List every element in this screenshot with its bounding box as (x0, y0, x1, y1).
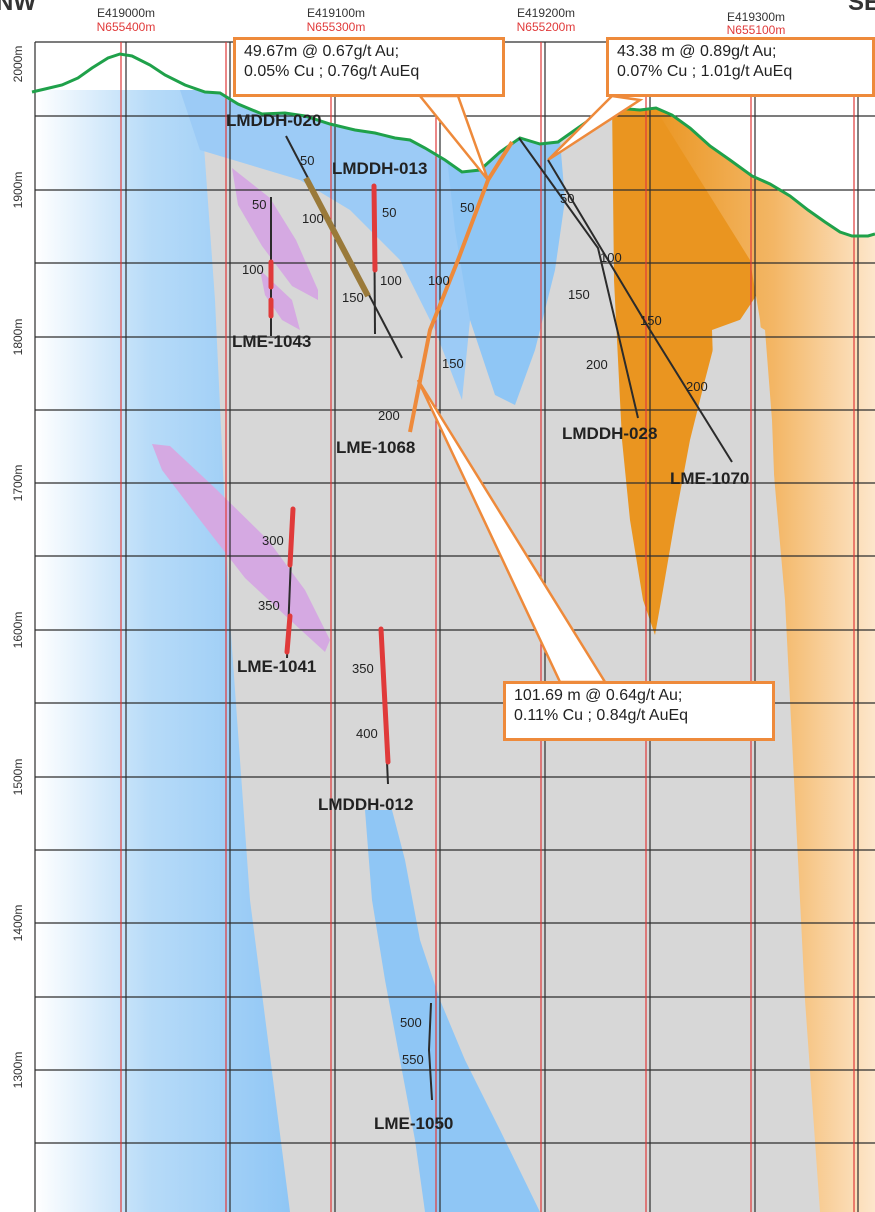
mineralized-intervals (268, 183, 391, 765)
callout-line: 49.67m @ 0.67g/t Au; (244, 43, 400, 60)
drillhole-label-lme-1070: LME-1070 (670, 469, 749, 488)
depth-mark: 150 (342, 290, 364, 305)
depth-mark: 300 (262, 533, 284, 548)
callout-line: 43.38 m @ 0.89g/t Au; (617, 43, 777, 60)
depth-mark: 50 (300, 153, 314, 168)
depth-mark: 100 (428, 273, 450, 288)
northing-label: N655100m (727, 23, 786, 37)
callout-line: 0.05% Cu ; 0.76g/t AuEq (244, 63, 420, 80)
depth-mark: 100 (380, 273, 402, 288)
elevation-label: 1600m (11, 612, 25, 649)
depth-mark: 500 (400, 1015, 422, 1030)
orange-unit-east (650, 100, 875, 1212)
drillhole-label-lme-1043: LME-1043 (232, 332, 311, 351)
drillhole-label-lmddh-013: LMDDH-013 (332, 159, 427, 178)
depth-mark: 50 (460, 200, 474, 215)
depth-mark: 100 (600, 250, 622, 265)
elevation-label: 2000m (11, 46, 25, 83)
assay-callout: 49.67m @ 0.67g/t Au; 0.05% Cu ; 0.76g/t … (233, 37, 505, 97)
depth-mark: 350 (352, 661, 374, 676)
elevation-label: 1300m (11, 1052, 25, 1089)
easting-label: E419000m (97, 6, 155, 20)
interval-lmddh-020 (303, 176, 371, 298)
depth-mark: 150 (568, 287, 590, 302)
depth-mark: 200 (586, 357, 608, 372)
interval-lme-1041-a (287, 506, 296, 568)
trace-lme-1070 (547, 159, 733, 463)
interval-lmddh-013 (371, 183, 378, 273)
depth-mark: 550 (402, 1052, 424, 1067)
easting-label: E419100m (307, 6, 365, 20)
trace-lmddh-028 (518, 137, 639, 419)
elevation-label: 1700m (11, 465, 25, 502)
corner-label-nw: NW (0, 0, 36, 16)
topography-line (31, 52, 875, 238)
depth-mark: 350 (258, 598, 280, 613)
callout-line: 0.07% Cu ; 1.01g/t AuEq (617, 63, 793, 80)
corner-label-se: SE (848, 0, 875, 16)
elevation-label: 1900m (11, 172, 25, 209)
blue-unit-deep (365, 810, 540, 1212)
assay-callout: 101.69 m @ 0.64g/t Au; 0.11% Cu ; 0.84g/… (503, 681, 775, 741)
callout-pointer-2 (547, 94, 644, 162)
drillhole-label-lme-1041: LME-1041 (237, 657, 316, 676)
depth-mark: 200 (686, 379, 708, 394)
trace-lme-1050 (427, 1002, 433, 1101)
blue-unit-upper (180, 90, 478, 400)
elevation-label: 1400m (11, 905, 25, 942)
drillhole-label-lmddh-028: LMDDH-028 (562, 424, 657, 443)
trace-lme-1068 (408, 140, 514, 433)
northing-label: N655300m (307, 20, 366, 34)
callout-line: 0.11% Cu ; 0.84g/t AuEq (514, 707, 689, 724)
drillhole-label-lme-1050: LME-1050 (374, 1114, 453, 1133)
purple-unit-lower (152, 444, 330, 652)
easting-label: E419300m (727, 10, 785, 24)
interval-lme-1041-b (284, 613, 293, 655)
drillhole-label-lmddh-012: LMDDH-012 (318, 795, 413, 814)
callout-line: 101.69 m @ 0.64g/t Au; (514, 687, 683, 704)
easting-label: E419200m (517, 6, 575, 20)
depth-mark: 100 (242, 262, 264, 277)
interval-lmddh-012 (378, 626, 391, 765)
orange-unit (612, 100, 760, 635)
depth-mark: 200 (378, 408, 400, 423)
depth-mark: 100 (302, 211, 324, 226)
elevation-label: 1500m (11, 759, 25, 796)
depth-mark: 50 (252, 197, 266, 212)
drillhole-label-lme-1068: LME-1068 (336, 438, 415, 457)
blue-unit-central (445, 140, 565, 405)
grey-unit-inlier (712, 318, 775, 500)
northing-label: N655400m (97, 20, 156, 34)
depth-mark: 50 (382, 205, 396, 220)
northing-label: N655200m (517, 20, 576, 34)
depth-mark: 150 (442, 356, 464, 371)
assay-callout: 43.38 m @ 0.89g/t Au; 0.07% Cu ; 1.01g/t… (606, 37, 875, 97)
elevation-label: 1800m (11, 319, 25, 356)
depth-mark: 50 (560, 191, 574, 206)
depth-mark: 150 (640, 313, 662, 328)
purple-unit-upper (232, 168, 318, 300)
drillhole-label-lmddh-020: LMDDH-020 (226, 111, 321, 130)
depth-mark: 400 (356, 726, 378, 741)
